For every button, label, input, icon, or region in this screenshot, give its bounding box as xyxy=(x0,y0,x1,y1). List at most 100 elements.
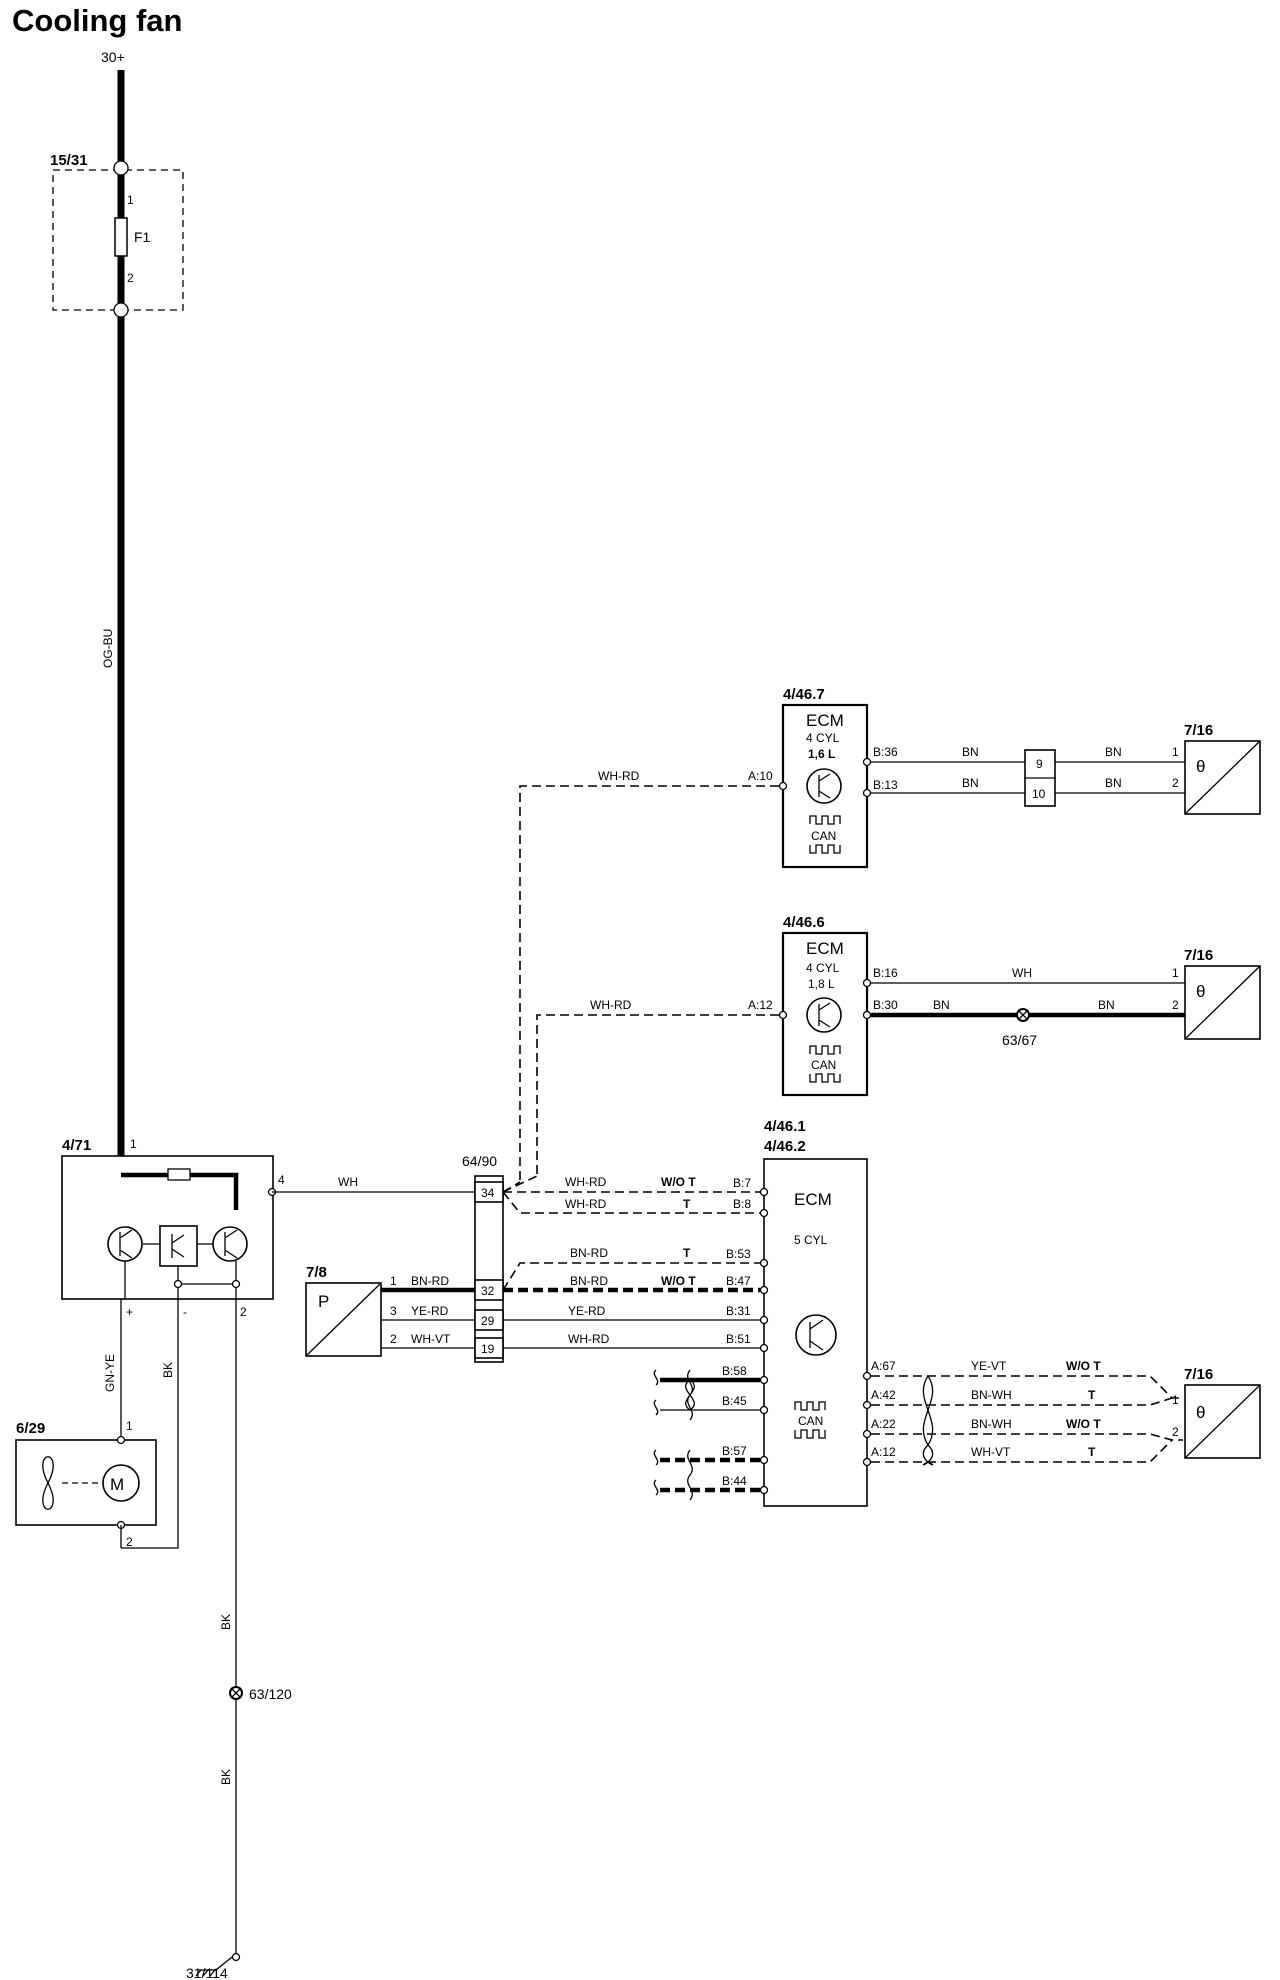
wire-a42-variant: T xyxy=(1088,1388,1096,1402)
relay-node-2 xyxy=(231,1279,241,1289)
ecm-16-title: ECM xyxy=(806,711,844,730)
motor-plus-wire-color: GN-YE xyxy=(103,1354,117,1392)
ecm-5cyl-term-b7 xyxy=(759,1187,769,1197)
relay-internal-outputs xyxy=(124,1261,237,1299)
pressure-wire-3-color: YE-RD xyxy=(411,1304,449,1318)
connector-34-fanout xyxy=(502,1175,538,1193)
fuse-icon xyxy=(114,217,128,257)
wire-b53-color: BN-RD xyxy=(570,1246,608,1260)
temp-sensor-c-pin-2: 2 xyxy=(1172,1425,1179,1439)
temp-sensor-a-pin-1: 1 xyxy=(1172,745,1179,759)
transistor-left-icon xyxy=(107,1226,143,1262)
pressure-pin-2: 2 xyxy=(390,1332,397,1346)
fuse-top-terminal xyxy=(113,160,129,176)
ecm-5cyl-pin-b44: B:44 xyxy=(722,1474,747,1488)
ecm-16-out-terminal-1 xyxy=(862,757,872,767)
ecm-18-wh-wire-color: WH xyxy=(1012,966,1032,980)
relay-control-symbol xyxy=(171,1234,185,1258)
ground-hatch xyxy=(195,1969,216,1977)
pressure-pin-3: 3 xyxy=(390,1304,397,1318)
ecm-5cyl-pin-b58: B:58 xyxy=(722,1364,747,1378)
ecm-18-out-terminal-1 xyxy=(862,978,872,988)
fan-motor-pin-2: 2 xyxy=(126,1535,133,1549)
ecm-16-pulse-icon xyxy=(809,815,841,825)
ecm-5cyl-term-a22 xyxy=(862,1429,872,1439)
ecm-5cyl-term-a67 xyxy=(862,1371,872,1381)
fan-output-break-1 xyxy=(653,1369,659,1416)
ecm-18-title: ECM xyxy=(806,939,844,958)
ecm-5cyl-can: CAN xyxy=(798,1414,823,1428)
ecm-18-in-wire-color: WH-RD xyxy=(590,998,632,1012)
ecm-18-in-wire xyxy=(536,1014,779,1176)
ecm-16-transistor-icon xyxy=(806,768,842,804)
pressure-sensor-id: 7/8 xyxy=(306,1264,327,1281)
ecm-5cyl-pin-b8: B:8 xyxy=(733,1197,751,1211)
motor-icon xyxy=(102,1464,140,1502)
ecm-16-out-pin-1: B:36 xyxy=(873,745,898,759)
wire-b8-color: WH-RD xyxy=(565,1197,607,1211)
ground-splice-label: 63/120 xyxy=(249,1686,292,1702)
ecm-5cyl-term-b47 xyxy=(759,1285,769,1295)
relay-node xyxy=(173,1279,183,1289)
ecm-5cyl-line1: 5 CYL xyxy=(794,1233,828,1247)
fuse-pin-bottom: 2 xyxy=(127,271,134,285)
ground-wire-color-upper: BK xyxy=(219,1614,233,1630)
ecm-5cyl-pin-b57: B:57 xyxy=(722,1444,747,1458)
fan-output-break-2 xyxy=(653,1449,659,1496)
wire-a22 xyxy=(871,1433,1183,1441)
fan-icon xyxy=(42,1456,54,1510)
transistor-right-icon xyxy=(212,1226,248,1262)
pressure-pin-1: 1 xyxy=(390,1274,397,1288)
transistor-right-symbol xyxy=(224,1229,238,1259)
ecm-5cyl-pulse-icon-2 xyxy=(794,1429,826,1439)
wire-a42-color: BN-WH xyxy=(971,1388,1012,1402)
wire-a67-variant: W/O T xyxy=(1066,1359,1101,1373)
ecm-5cyl-term-b51 xyxy=(759,1343,769,1353)
ecm-16-wire-a-right-color: BN xyxy=(1105,745,1122,759)
motor-minus-wire xyxy=(121,1299,179,1549)
ecm-5cyl-term-b31 xyxy=(759,1315,769,1325)
wire-b8 xyxy=(502,1191,760,1214)
temp-sensor-c-id: 7/16 xyxy=(1184,1366,1213,1383)
ecm-18-splice-cross xyxy=(1017,1009,1029,1021)
temp-sensor-a-symbol: θ xyxy=(1196,757,1205,776)
fuse-box-id: 15/31 xyxy=(50,152,88,169)
ecm-16-conn-pin-9: 9 xyxy=(1036,757,1043,771)
fan-motor-id: 6/29 xyxy=(16,1420,45,1437)
ecm-18-out-pin-1: B:16 xyxy=(873,966,898,980)
wire-b31-color: YE-RD xyxy=(568,1304,606,1318)
connector-pin-32: 32 xyxy=(481,1284,495,1298)
ecm-5cyl-transistor-symbol xyxy=(809,1319,824,1351)
relay-internal-bus xyxy=(121,1172,239,1210)
ecm-5cyl-pin-b51: B:51 xyxy=(726,1332,751,1346)
ecm-16-out-terminal-2 xyxy=(862,788,872,798)
ecm-5cyl-id-2: 4/46.2 xyxy=(764,1138,806,1155)
connector-64-90-id: 64/90 xyxy=(462,1153,497,1169)
temp-sensor-b-pin-2: 2 xyxy=(1172,998,1179,1012)
wire-a42 xyxy=(871,1397,1173,1406)
wire-b47-variant: W/O T xyxy=(661,1274,696,1288)
temp-sensor-c-diagonal xyxy=(1184,1384,1261,1459)
transistor-left-symbol xyxy=(119,1229,133,1259)
ecm-16-out-pin-2: B:13 xyxy=(873,778,898,792)
ground-wire-color-lower: BK xyxy=(219,1769,233,1785)
ecm-16-wire-b-left-color: BN xyxy=(962,776,979,790)
ground-terminal xyxy=(231,1952,241,1962)
ecm-5cyl-pin-a42: A:42 xyxy=(871,1388,896,1402)
pressure-wire-1-color: BN-RD xyxy=(411,1274,449,1288)
ecm-16-transistor-symbol xyxy=(818,773,831,799)
ecm-18-bn-right-color: BN xyxy=(1098,998,1115,1012)
fan-speed-icon-1-outline xyxy=(687,1369,693,1421)
fan-relay-pin-4: 4 xyxy=(278,1173,285,1187)
wire-a12-color: WH-VT xyxy=(971,1445,1011,1459)
temp-sensor-b-diagonal xyxy=(1184,965,1261,1040)
fuse-bottom-terminal xyxy=(113,302,129,318)
ecm-5cyl-title: ECM xyxy=(794,1190,832,1209)
wire-a22-color: BN-WH xyxy=(971,1417,1012,1431)
pressure-sensor-symbol: P xyxy=(318,1292,329,1311)
wire-a12-variant: T xyxy=(1088,1445,1096,1459)
ecm-16-conn-pin-10: 10 xyxy=(1032,787,1046,801)
wire-b53-variant: T xyxy=(683,1246,691,1260)
wire-b51-color: WH-RD xyxy=(568,1332,610,1346)
